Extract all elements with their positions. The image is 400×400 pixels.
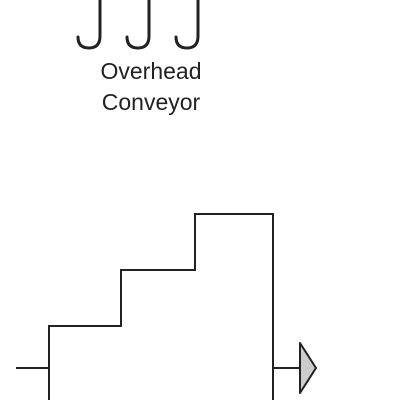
hook-2-icon [125, 0, 151, 50]
stair-step-shape[interactable] [48, 213, 274, 400]
overhead-conveyor-label: Overhead Conveyor [78, 56, 224, 118]
overhead-conveyor-label-line-1: Overhead [100, 58, 202, 84]
overhead-conveyor-label-line-2: Conveyor [101, 89, 201, 115]
overhead-conveyor-hooks-icon[interactable] [76, 0, 200, 50]
hook-1-icon [76, 0, 102, 50]
output-arrowhead-icon [299, 342, 317, 394]
hook-3-icon [174, 0, 200, 50]
